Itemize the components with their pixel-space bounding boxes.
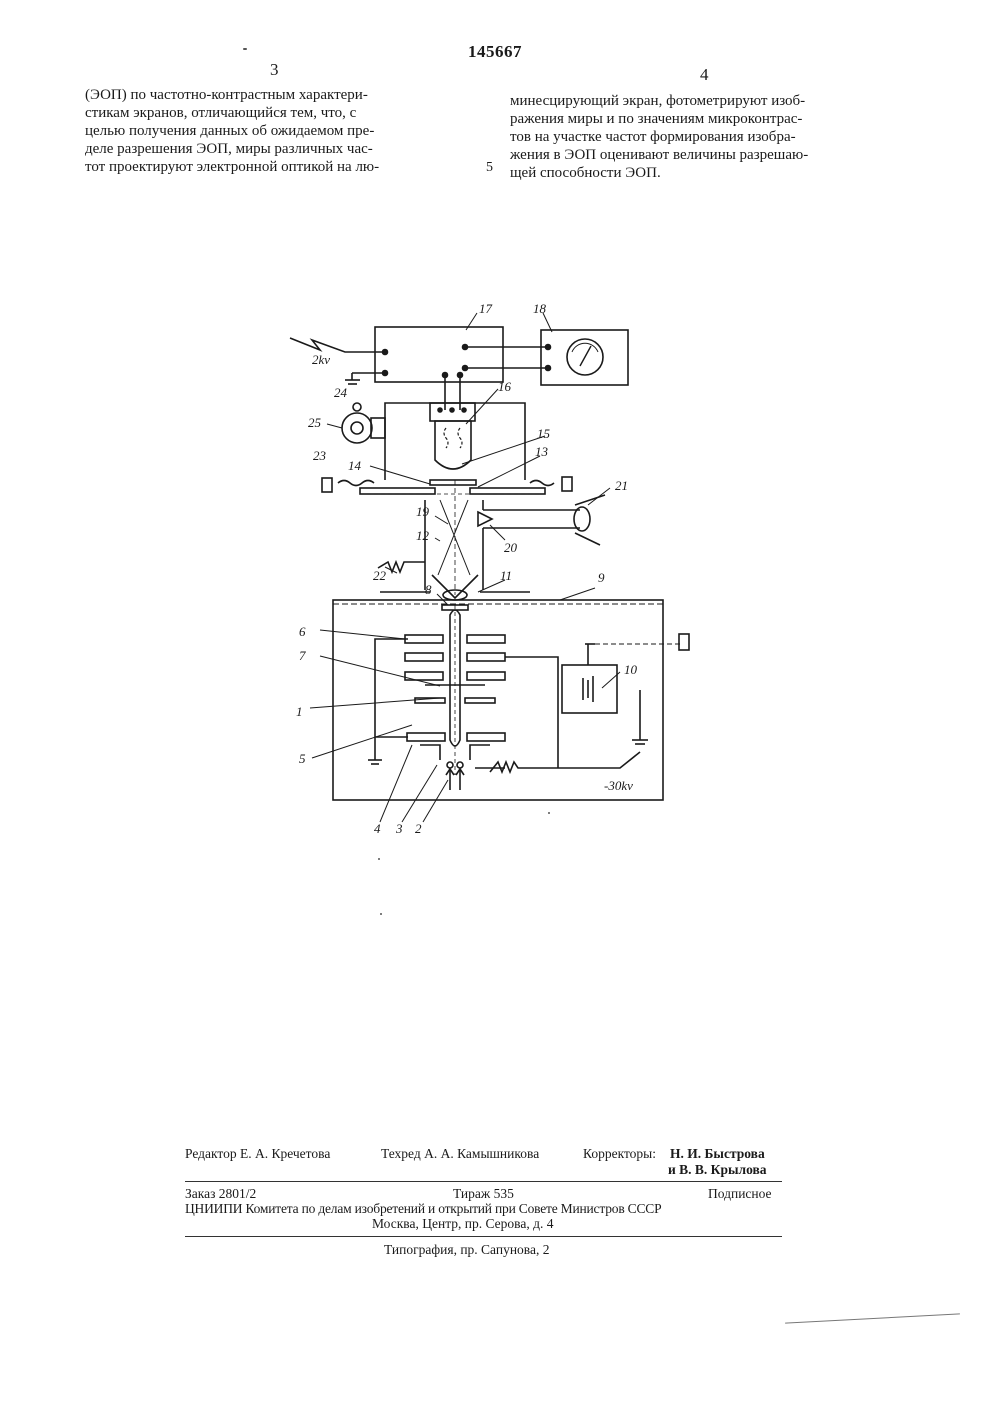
label-10: 10 [624, 662, 638, 677]
scan-mark [785, 1313, 960, 1323]
label-14: 14 [348, 458, 362, 473]
label-15: 15 [537, 426, 551, 441]
subscription-note: Подписное [708, 1186, 772, 1202]
photomultiplier [435, 421, 471, 469]
print-run: Тираж 535 [453, 1186, 514, 1202]
label-18: 18 [533, 301, 547, 316]
label-1: 1 [296, 704, 303, 719]
label-22: 22 [373, 568, 387, 583]
divider [185, 1181, 782, 1182]
label-2: 2 [415, 821, 422, 836]
label-12: 12 [416, 528, 430, 543]
tech-editor-credit: Техред А. А. Камышникова [381, 1146, 539, 1162]
label-7: 7 [299, 648, 306, 663]
label-8: 8 [425, 582, 432, 597]
label-16: 16 [498, 379, 512, 394]
label-25: 25 [308, 415, 322, 430]
label-4: 4 [374, 821, 381, 836]
printing-house: Типография, пр. Сапунова, 2 [384, 1242, 550, 1258]
divider [185, 1236, 782, 1237]
publisher: ЦНИИПИ Комитета по делам изобретений и о… [185, 1201, 782, 1217]
apparatus-diagram: 17 18 2kv 24 25 16 15 13 14 23 21 19 12 … [0, 0, 1000, 900]
scan-speck [378, 858, 380, 860]
proofreader-2: и В. В. Крылова [668, 1162, 767, 1178]
label-21: 21 [615, 478, 628, 493]
lower-housing [333, 600, 663, 800]
label-5: 5 [299, 751, 306, 766]
label-13: 13 [535, 444, 549, 459]
order-number: Заказ 2801/2 [185, 1186, 256, 1202]
label-9: 9 [598, 570, 605, 585]
proofreader-1: Н. И. Быстрова [670, 1146, 765, 1162]
scan-speck [380, 913, 382, 915]
label-11: 11 [500, 568, 512, 583]
label-6: 6 [299, 624, 306, 639]
label-24: 24 [334, 385, 348, 400]
power-supply-block [375, 327, 503, 382]
label-20: 20 [504, 540, 518, 555]
label-17: 17 [479, 301, 493, 316]
label-23: 23 [313, 448, 327, 463]
voltage-bottom-label: -30kv [604, 778, 633, 793]
label-3: 3 [395, 821, 403, 836]
voltage-top-label: 2kv [312, 352, 330, 367]
label-19: 19 [416, 504, 430, 519]
proofreaders-label: Корректоры: [583, 1146, 656, 1162]
publisher-address: Москва, Центр, пр. Серова, д. 4 [372, 1216, 553, 1232]
scan-speck [548, 812, 550, 814]
scan-speck [243, 48, 247, 50]
editor-credit: Редактор Е. А. Кречетова [185, 1146, 330, 1162]
